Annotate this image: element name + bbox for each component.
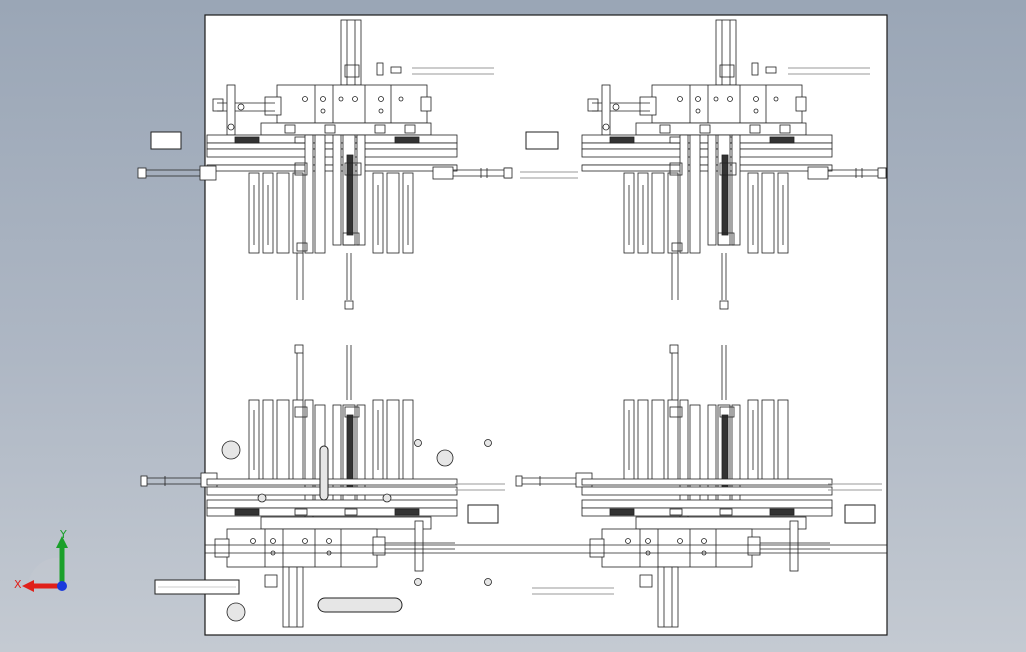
drive-shaft (205, 544, 887, 554)
slot (317, 597, 403, 613)
y-axis-label: Y (59, 528, 67, 541)
axis-triad: Y X (14, 528, 68, 592)
actuator-right-top (503, 167, 887, 179)
x-axis-label: X (14, 578, 22, 591)
label-box (467, 504, 499, 524)
z-axis-icon (57, 581, 67, 591)
label-box (150, 131, 182, 150)
actuator-left-top (137, 165, 217, 181)
label-box (525, 131, 559, 150)
mount-holes (221, 439, 492, 622)
label-box (844, 504, 876, 524)
slot (319, 445, 329, 501)
annotation-lines (412, 67, 882, 595)
